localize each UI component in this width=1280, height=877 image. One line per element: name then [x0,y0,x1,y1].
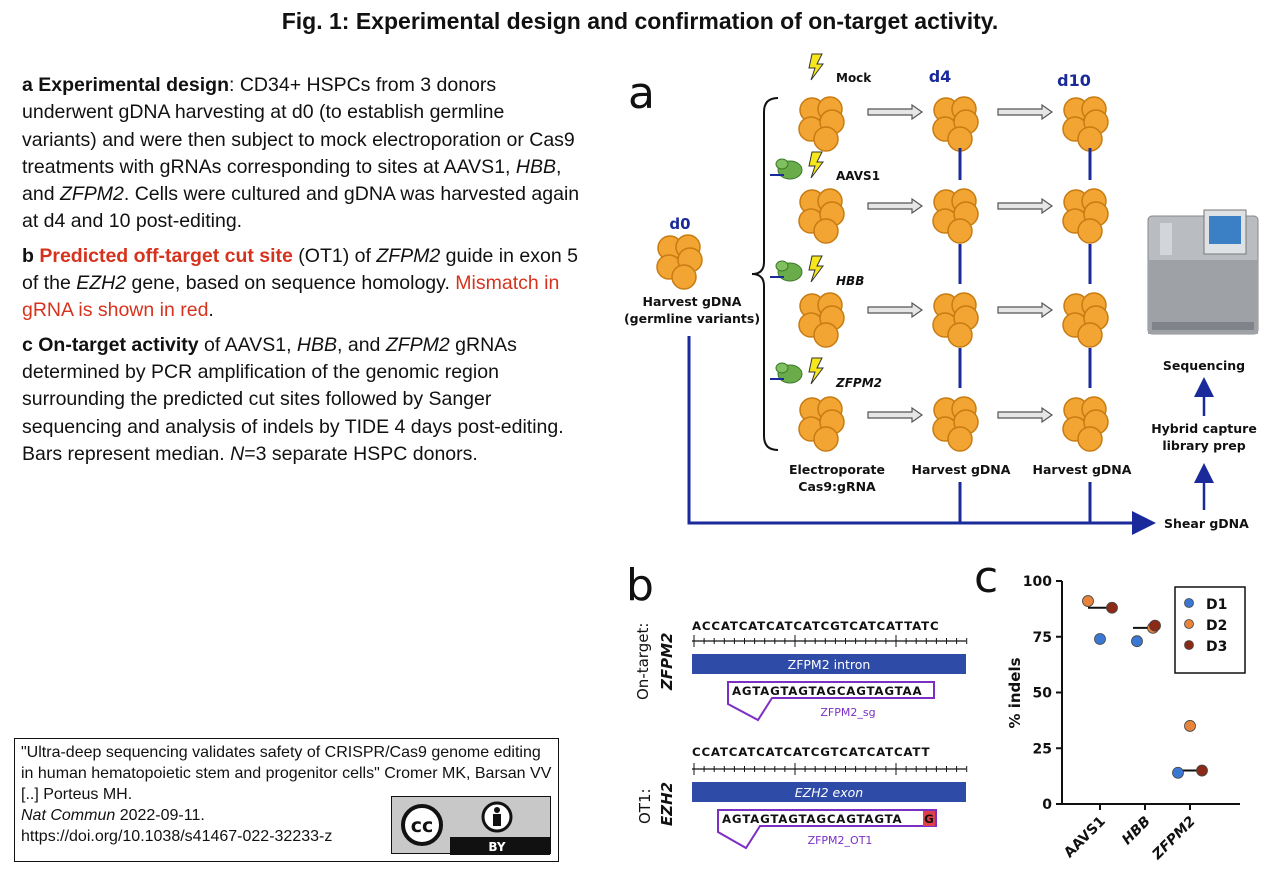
sequence-ruler-top [692,635,968,647]
row-zfpm2: ZFPM2 [769,357,1109,452]
caption-c: c On-target activity of AAVS1, HBB, and … [22,333,564,465]
figure-caption: a Experimental design: CD34+ HSPCs from … [22,72,582,475]
figure-panels: a d4 d10 d0 Harvest gDNA (germline varia… [600,40,1280,877]
harvest-d0-line2: (germline variants) [624,311,760,326]
harvest-d10: Harvest gDNA [1033,462,1132,477]
row-hbb: HBB [769,255,1109,348]
guide-bottom-name: ZFPM2_OT1 [808,834,873,847]
cc-text: cc [411,815,434,837]
mismatch-base: G [924,812,934,826]
harvest-d0-line1: Harvest gDNA [643,294,742,309]
shear-arrow [687,336,1156,535]
by-strip [450,837,550,855]
zfpm2-intron-label: ZFPM2 intron [788,657,871,672]
mismatch-highlight [923,811,935,826]
sequence-ruler-bottom [692,763,968,775]
guide-top-name: ZFPM2_sg [820,706,875,719]
electroporation-bolt-icon [808,255,824,283]
ezh2-exon-label: EZH2 exon [795,785,864,800]
data-point-d2 [1082,595,1094,607]
electroporation-bolt-icon [808,357,824,385]
hybrid-line1: Hybrid capture [1151,421,1257,436]
condition-zfpm2: ZFPM2 [835,376,882,390]
panel-a-label: a [628,68,655,119]
sequencer-icon [1147,209,1259,335]
x-tick-label: HBB [1119,814,1154,849]
row-aavs1: AAVS1 [769,151,1109,244]
shear-label: Shear gDNA [1164,516,1249,531]
on-target-gene: ZFPM2 [658,633,676,691]
guide-top-sequence: AGTAGTAGTAGCAGTAGTAA [732,684,922,698]
citation-journal-line: Nat Commun 2022-09-11. [21,807,205,824]
zfpm2-intron-bar [692,654,966,674]
d4-label: d4 [929,67,952,86]
figure-title: Fig. 1: Experimental design and confirma… [281,8,999,34]
x-tick-label: ZFPM2 [1149,814,1199,864]
guide-bottom-arrow [717,809,937,850]
cas9-icon [769,260,803,282]
legend-marker [1184,598,1194,608]
electroporate-line2: Cas9:gRNA [798,479,876,494]
guide-top-arrow [727,681,935,722]
cc-icon [401,804,443,846]
legend-marker [1184,619,1194,629]
x-tick-label: AAVS1 [1061,814,1109,862]
sequence-bottom: CCATCATCATCATCGTCATCATCATT [692,745,930,759]
citation-text: "Ultra-deep sequencing validates safety … [21,744,552,803]
y-tick-label: 25 [1033,741,1052,757]
caption-a: a Experimental design: CD34+ HSPCs from … [22,74,580,233]
legend-label: D1 [1206,597,1227,613]
condition-hbb: HBB [836,274,864,288]
harvest-d4: Harvest gDNA [912,462,1011,477]
caption-b: b Predicted off-target cut site (OT1) of… [22,244,578,322]
y-tick-label: 50 [1033,686,1053,702]
sequencing-label: Sequencing [1163,358,1245,373]
legend-label: D2 [1206,618,1227,634]
condition-mock: Mock [836,71,872,85]
legend-marker [1184,640,1194,650]
data-point-d1 [1172,766,1184,779]
condition-bracket [751,97,779,451]
ot1-label: OT1: [636,788,654,824]
y-tick-label: 75 [1033,630,1052,646]
panel-b-label: b [626,560,654,611]
d0-label: d0 [669,215,690,233]
ezh2-exon-bar [692,782,966,802]
citation-doi[interactable]: https://doi.org/10.1038/s41467-022-32233… [21,828,333,845]
y-tick-label: 100 [1023,574,1052,590]
electroporation-bolt-icon [808,151,824,179]
guide-bottom-sequence: AGTAGTAGTAGCAGTAGTA [722,812,903,826]
sequence-top: ACCATCATCATCATCGTCATCATTATC [692,619,939,633]
cas9-icon [769,158,803,180]
data-point-d3 [1149,619,1161,632]
row-mock: Mock [798,53,1109,152]
y-axis-label: % indels [1006,657,1024,728]
data-point-d3 [1106,601,1118,614]
y-tick-label: 0 [1042,797,1052,813]
data-point-d3 [1196,764,1208,777]
electroporate-line1: Electroporate [789,462,885,477]
data-point-d1 [1131,635,1143,648]
legend-label: D3 [1206,639,1227,655]
condition-aavs1: AAVS1 [836,169,880,183]
data-point-d1 [1094,633,1106,645]
hybrid-line2: library prep [1162,438,1245,453]
d0-cells [656,234,703,290]
citation-box: "Ultra-deep sequencing validates safety … [14,738,559,862]
ot1-gene: EZH2 [658,782,676,826]
d10-label: d10 [1057,71,1091,90]
data-point-d2 [1184,720,1196,732]
cas9-icon [769,362,803,384]
panel-c-label: c [974,552,998,603]
harvest-connectors [958,148,1092,522]
electroporation-bolt-icon [808,53,824,81]
cc-by-badge[interactable]: cc BY [391,796,551,855]
by-text: BY [488,840,505,854]
on-target-label: On-target: [634,623,652,700]
